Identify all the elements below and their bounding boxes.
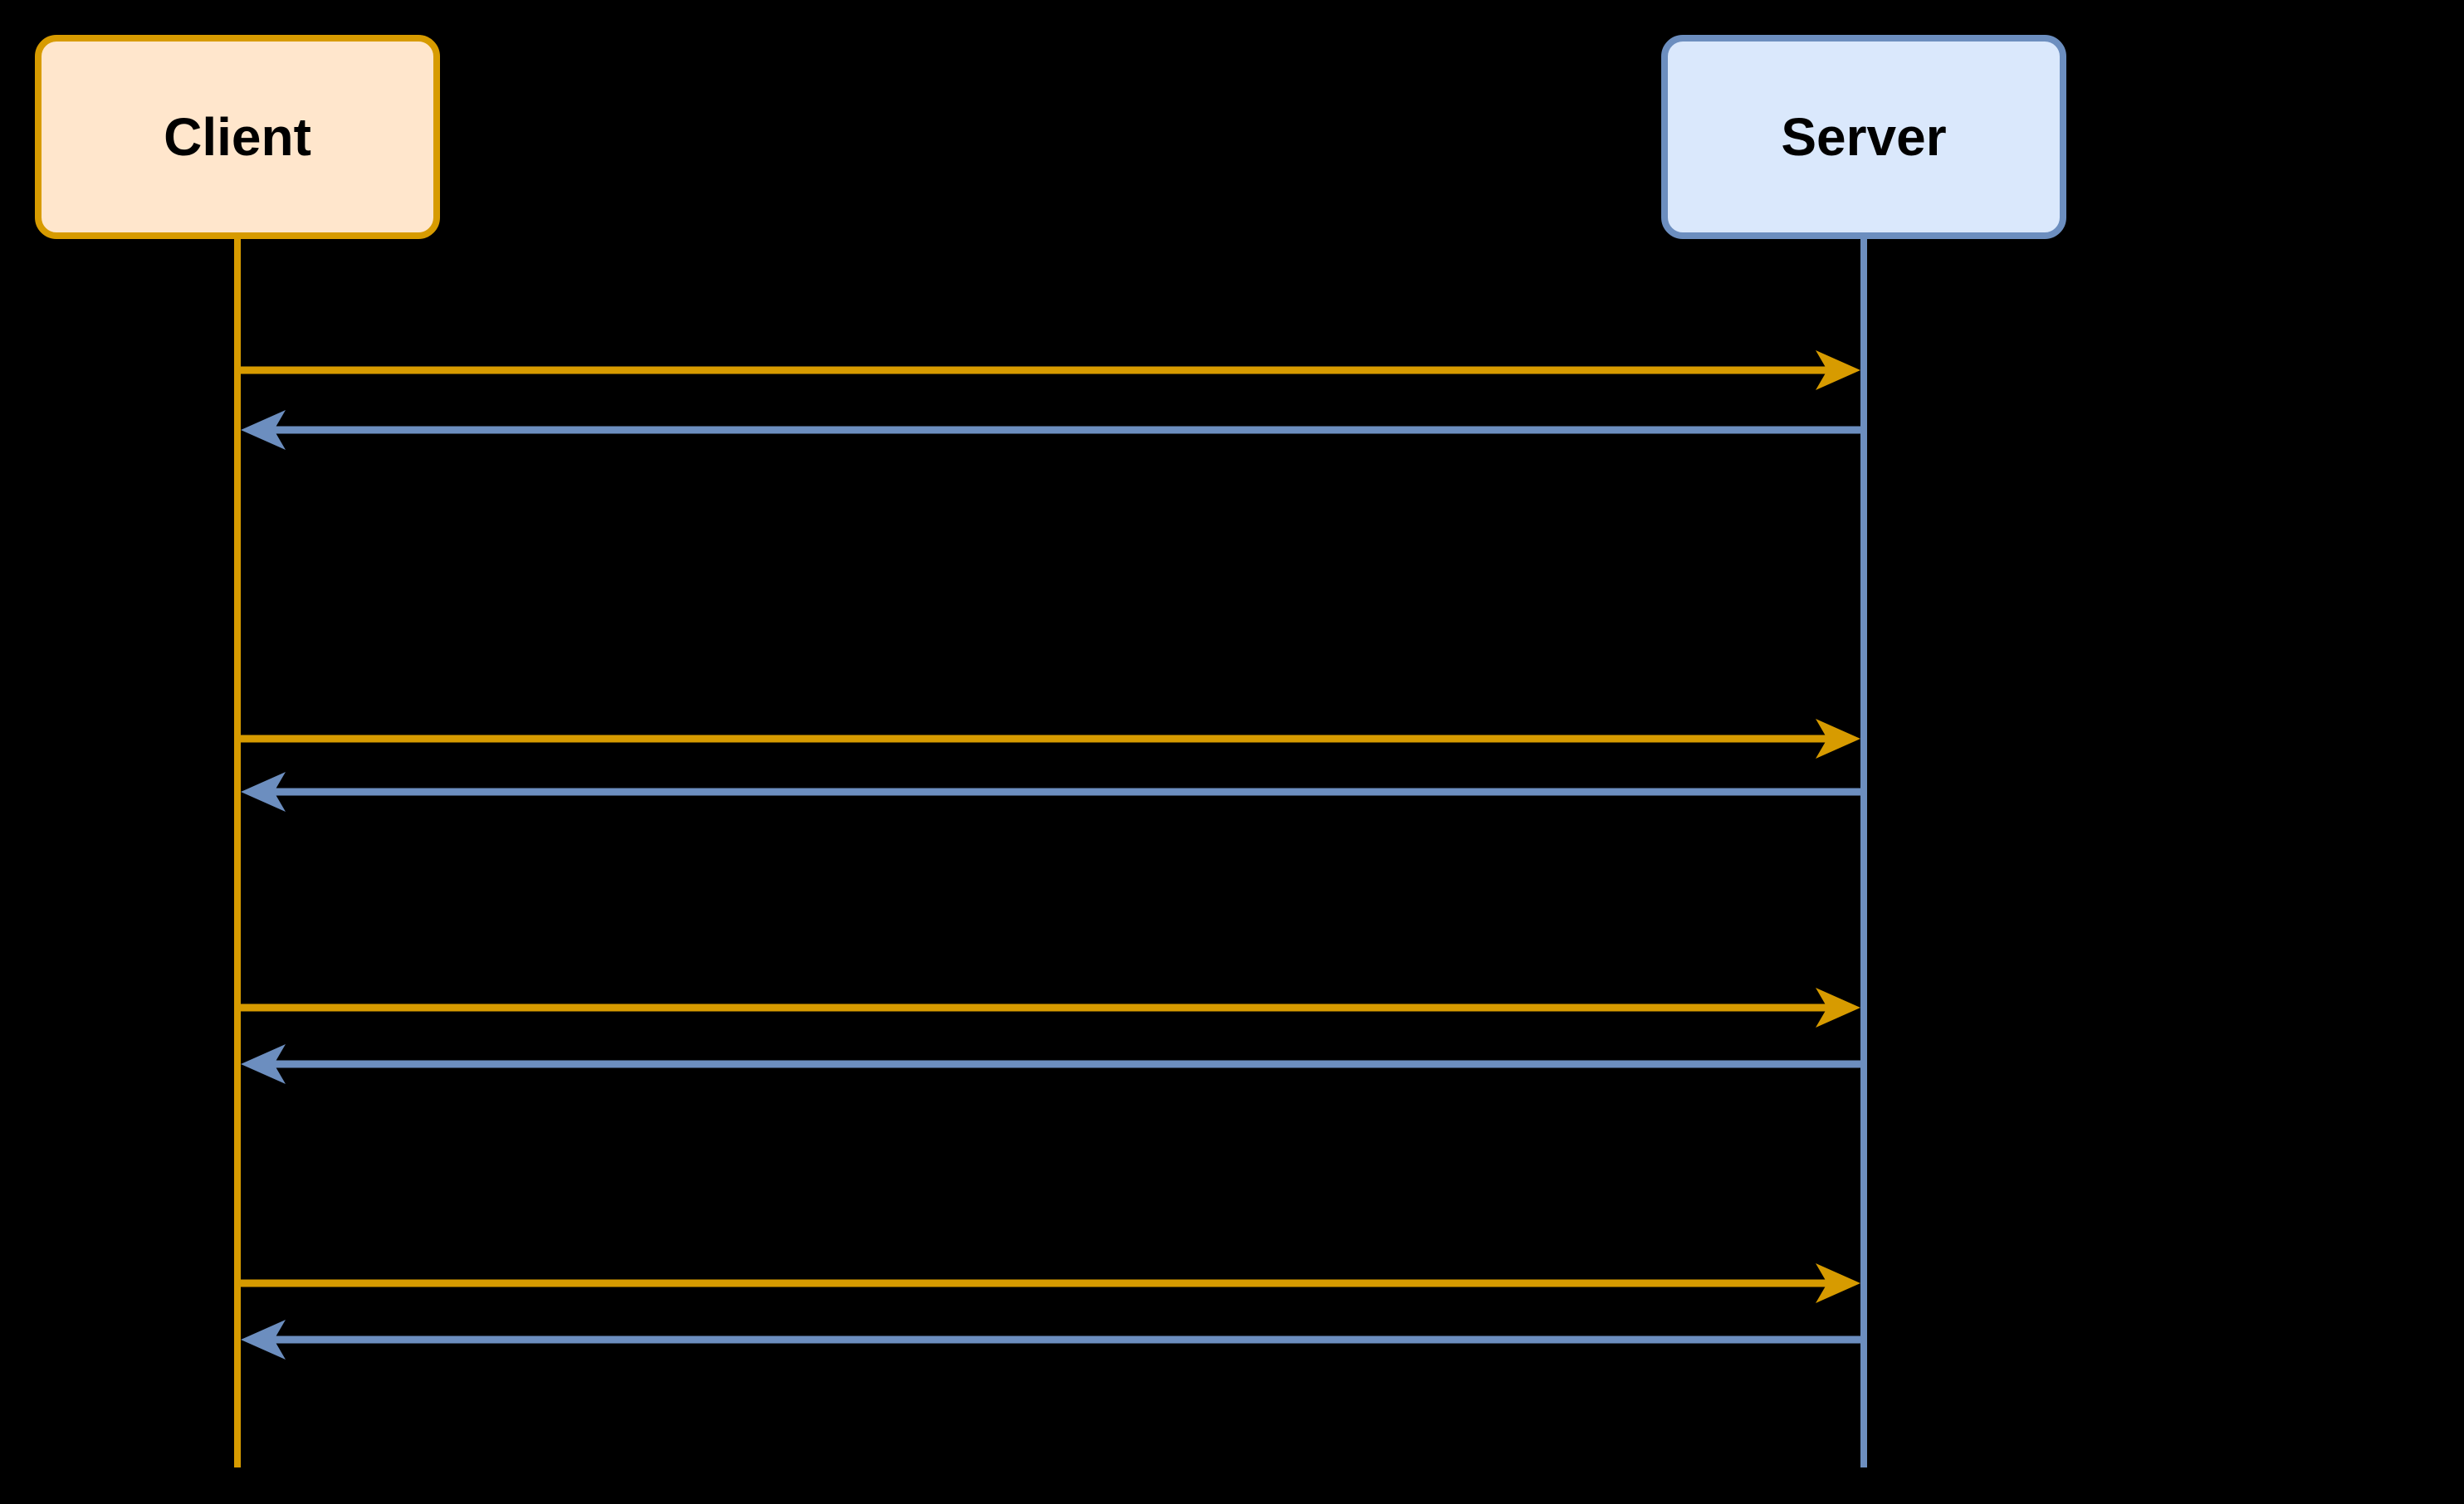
lifelines-layer [234, 239, 1867, 1467]
message-arrowhead-request-3 [1816, 988, 1860, 1028]
actor-server-label: Server [1781, 107, 1947, 167]
message-arrowhead-request-4 [1816, 1263, 1860, 1303]
message-arrowhead-response-1 [241, 410, 286, 450]
message-arrowhead-response-4 [241, 1320, 286, 1360]
message-arrowhead-response-3 [241, 1044, 286, 1084]
message-arrowhead-request-2 [1816, 719, 1860, 759]
actor-box-client: Client [35, 35, 440, 239]
actor-client-label: Client [164, 107, 311, 167]
actor-box-server: Server [1661, 35, 2066, 239]
message-arrowhead-request-1 [1816, 350, 1860, 390]
messages-layer [241, 350, 1860, 1360]
message-arrowhead-response-2 [241, 772, 286, 812]
